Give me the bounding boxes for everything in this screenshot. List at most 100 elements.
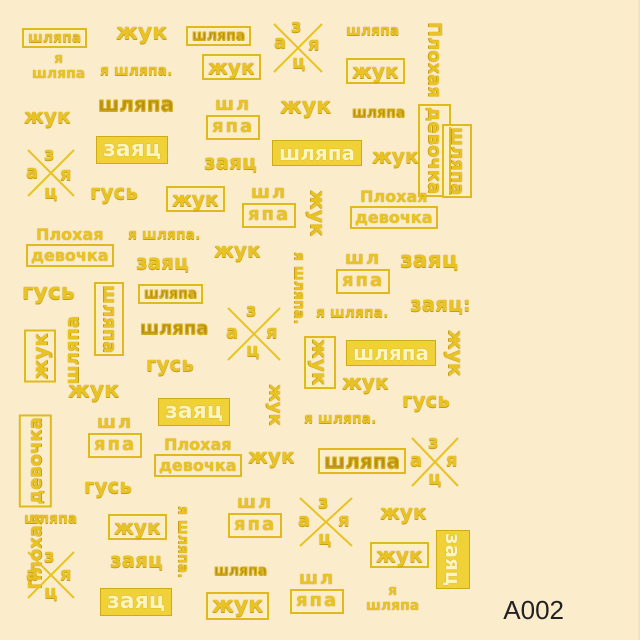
sticker-i-hat: я шляпа.	[316, 305, 389, 321]
letter-ya: я	[308, 34, 320, 55]
letter-ts: ц	[246, 340, 260, 361]
sticker-girl: девочка	[26, 243, 114, 268]
sticker-beetle-vertical: жук	[306, 190, 330, 237]
letter-z: з	[246, 300, 257, 321]
sticker-i: я	[54, 51, 64, 67]
letter-a: а	[410, 450, 423, 471]
sticker-hare: заяц	[400, 248, 459, 273]
sheet-edge	[638, 0, 640, 640]
sticker-girl: девочка	[350, 205, 438, 230]
sticker-hat-vertical: шляпа	[94, 282, 124, 357]
letter-a: а	[274, 32, 287, 53]
sticker-hat-split: шл япа	[206, 94, 261, 140]
sticker-hat-bottom: япа	[290, 588, 345, 614]
letter-z: з	[44, 144, 55, 165]
sticker-goose: гусь	[90, 180, 138, 204]
sticker-hare-vertical: заяц	[436, 530, 470, 589]
sticker-hat-split: шл япа	[228, 492, 283, 538]
sticker-beetle: жук	[280, 94, 332, 119]
cross-letters-graphic	[273, 23, 323, 73]
sticker-bad-girl: Плохая девочка	[350, 187, 438, 230]
sticker-hat-split: шл япа	[242, 182, 297, 228]
sticker-hat: шляпа	[186, 26, 252, 46]
sticker-hat-split: шл япа	[336, 248, 391, 294]
sticker-hat-bottom: япа	[242, 202, 297, 228]
sticker-hat: шляпа	[97, 92, 175, 116]
cross-letters-graphic	[299, 497, 353, 547]
sticker-beetle-vertical: жук	[24, 330, 56, 383]
sticker-beetle-vertical: жук	[265, 384, 286, 426]
sticker-i-hat: я шляпа.	[304, 411, 377, 427]
letter-ya: я	[60, 164, 72, 185]
sticker-goose: гусь	[402, 388, 450, 412]
product-code-label: A002	[503, 595, 564, 625]
sticker-hat: шляпа	[346, 340, 437, 366]
sticker-bad: Плохая	[164, 435, 232, 454]
sticker-hat: шляпа	[24, 511, 78, 527]
sticker-hat-top: шл	[344, 248, 382, 269]
letter-a: а	[298, 510, 311, 531]
sticker-beetle: жук	[370, 542, 429, 568]
sticker-hat-bottom: япа	[206, 114, 261, 140]
sticker-bad-girl: Плохая девочка	[154, 435, 242, 478]
sticker-hat: шляпа	[139, 318, 209, 339]
sticker-hat: шляпа	[366, 598, 420, 615]
sticker-hat-top: шл	[298, 568, 336, 589]
sticker-i-hat-vertical: я шляпа.	[175, 506, 191, 579]
sticker-beetle: жук	[214, 238, 261, 262]
letter-a: а	[26, 162, 39, 183]
letter-ts: ц	[292, 52, 306, 73]
letter-ts: ц	[44, 582, 58, 603]
sticker-beetle: жук	[380, 500, 427, 524]
sticker-girl: девочка	[154, 453, 242, 478]
sticker-hat-top: шл	[214, 94, 252, 115]
sticker-hat: шляпа	[318, 448, 407, 474]
sticker-beetle: жук	[206, 592, 270, 620]
letter-ts: ц	[44, 182, 58, 203]
sticker-beetle: жук	[248, 444, 295, 468]
sticker-hat-top: шл	[96, 412, 134, 433]
sticker-beetle: жук	[108, 514, 167, 540]
sticker-i-hat-stack: я шляпа	[366, 583, 420, 615]
sticker-hare: заяц	[96, 136, 169, 164]
letter-ya: я	[60, 564, 72, 585]
sticker-i-hat: я шляпа.	[100, 63, 173, 79]
sticker-hat-split: шл япа	[290, 568, 345, 614]
sticker-hare: заяц	[204, 150, 257, 174]
sticker-goose: гусь	[22, 280, 75, 305]
sticker-beetle: жук	[372, 144, 419, 168]
sticker-hat-bottom: япа	[88, 432, 143, 458]
sticker-hat-bottom: япа	[228, 512, 283, 538]
sticker-hat-vertical: шляпа	[442, 124, 472, 199]
sticker-i-hat-stack: я шляпа	[32, 51, 85, 83]
sticker-hat: шляпа	[22, 28, 88, 48]
sticker-i: я	[388, 583, 398, 599]
sticker-hat-top: шл	[250, 182, 288, 203]
letter-ya: я	[338, 510, 350, 531]
sticker-beetle: жук	[116, 20, 168, 45]
sticker-beetle-vertical: жук	[304, 336, 336, 389]
letter-ts: ц	[318, 528, 332, 549]
sticker-bad: Плохая	[360, 187, 428, 206]
sticker-hat-split: шл япа	[88, 412, 143, 458]
sticker-goose: гусь	[84, 474, 132, 498]
letter-a: а	[226, 322, 239, 343]
sticker-hat: шляпа	[346, 23, 400, 39]
sticker-bad-girl: Плохая девочка	[26, 226, 114, 268]
letter-z: з	[428, 432, 439, 453]
sticker-hare: заяц	[110, 548, 163, 572]
sticker-hat-top: шл	[236, 492, 274, 513]
sticker-beetle: жук	[342, 370, 389, 394]
cross-letters-graphic	[227, 307, 281, 361]
sticker-hat-vertical: шляпа	[62, 316, 83, 385]
letter-z: з	[291, 16, 302, 37]
sticker-hare: заяц:	[410, 292, 471, 316]
sticker-hat: шляпа	[213, 563, 268, 579]
cross-letters-graphic	[27, 149, 75, 197]
sticker-bad-girl-vertical: Плохая девочка	[417, 22, 451, 198]
sticker-beetle: жук	[346, 58, 405, 84]
letter-ya: я	[446, 450, 458, 471]
sticker-goose: гусь	[146, 352, 194, 376]
sticker-hat: шляпа	[351, 105, 406, 121]
